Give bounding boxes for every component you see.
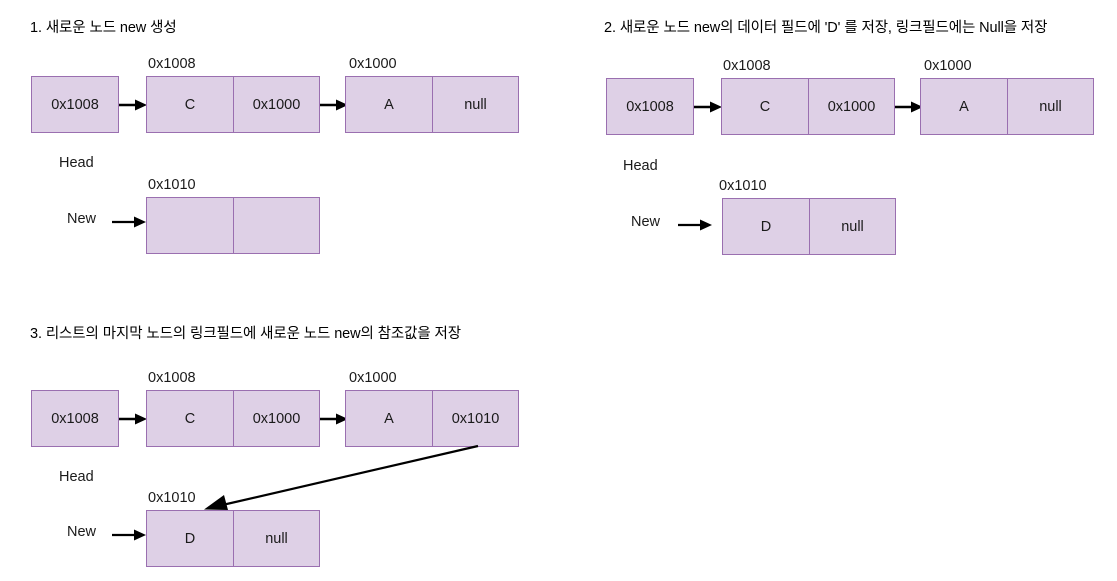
arrow-new-to-new-node — [678, 219, 712, 231]
node-2-link-cell: null — [1007, 79, 1093, 134]
list-node-2: A 0x1010 — [345, 390, 519, 447]
new-node-address-label: 0x1010 — [719, 178, 767, 194]
head-label: Head — [59, 469, 94, 485]
node-2-data-cell: A — [346, 391, 432, 446]
arrow-node-1-to-node-2 — [895, 101, 923, 113]
arrow-head-to-node-1 — [119, 99, 147, 111]
new-node-link-cell: null — [809, 199, 895, 254]
node-2-link-cell: 0x1010 — [432, 391, 518, 446]
new-label: New — [631, 214, 661, 230]
node-1-data-cell: C — [147, 77, 233, 132]
node-1-address-label: 0x1008 — [148, 370, 196, 386]
node-1-address-label: 0x1008 — [723, 58, 771, 74]
arrow-node-2-link-to-new-node — [200, 440, 490, 520]
new-node-data-cell: D — [723, 199, 809, 254]
new-label: New — [67, 211, 97, 227]
list-node-2: A null — [345, 76, 519, 133]
node-2-data-cell: A — [346, 77, 432, 132]
node-1-address-label: 0x1008 — [148, 56, 196, 72]
panel-2-title: 2. 새로운 노드 new의 데이터 필드에 'D' 를 저장, 링크필드에는 … — [604, 20, 1048, 36]
new-node-address-label: 0x1010 — [148, 490, 196, 506]
head-pointer-box: 0x1008 — [31, 76, 119, 133]
list-node-1: C 0x1000 — [146, 76, 320, 133]
head-pointer-value: 0x1008 — [32, 391, 118, 446]
new-node-data-cell: D — [147, 511, 233, 566]
new-node-address-label: 0x1010 — [148, 177, 196, 193]
node-2-address-label: 0x1000 — [924, 58, 972, 74]
list-node-2: A null — [920, 78, 1094, 135]
node-1-data-cell: C — [722, 79, 808, 134]
head-label: Head — [623, 158, 658, 174]
arrow-node-1-to-node-2 — [320, 99, 348, 111]
node-2-address-label: 0x1000 — [349, 370, 397, 386]
head-pointer-box: 0x1008 — [31, 390, 119, 447]
node-1-link-cell: 0x1000 — [233, 77, 319, 132]
arrow-new-to-new-node — [112, 216, 146, 228]
list-node-1: C 0x1000 — [721, 78, 895, 135]
node-1-data-cell: C — [147, 391, 233, 446]
arrow-head-to-node-1 — [694, 101, 722, 113]
panel-3-title: 3. 리스트의 마지막 노드의 링크필드에 새로운 노드 new의 참조값을 저… — [30, 326, 462, 342]
node-2-link-cell: null — [432, 77, 518, 132]
node-2-address-label: 0x1000 — [349, 56, 397, 72]
head-pointer-box: 0x1008 — [606, 78, 694, 135]
new-node-data-cell — [147, 198, 233, 253]
new-node: D null — [146, 510, 320, 567]
panel-1-title: 1. 새로운 노드 new 생성 — [30, 20, 177, 36]
list-node-1: C 0x1000 — [146, 390, 320, 447]
new-node — [146, 197, 320, 254]
arrow-node-1-to-node-2 — [320, 413, 348, 425]
arrow-new-to-new-node — [112, 529, 146, 541]
new-label: New — [67, 524, 97, 540]
node-1-link-cell: 0x1000 — [233, 391, 319, 446]
new-node: D null — [722, 198, 896, 255]
arrow-head-to-node-1 — [119, 413, 147, 425]
head-pointer-value: 0x1008 — [607, 79, 693, 134]
head-label: Head — [59, 155, 94, 171]
node-2-data-cell: A — [921, 79, 1007, 134]
head-pointer-value: 0x1008 — [32, 77, 118, 132]
new-node-link-cell: null — [233, 511, 319, 566]
new-node-link-cell — [233, 198, 319, 253]
node-1-link-cell: 0x1000 — [808, 79, 894, 134]
